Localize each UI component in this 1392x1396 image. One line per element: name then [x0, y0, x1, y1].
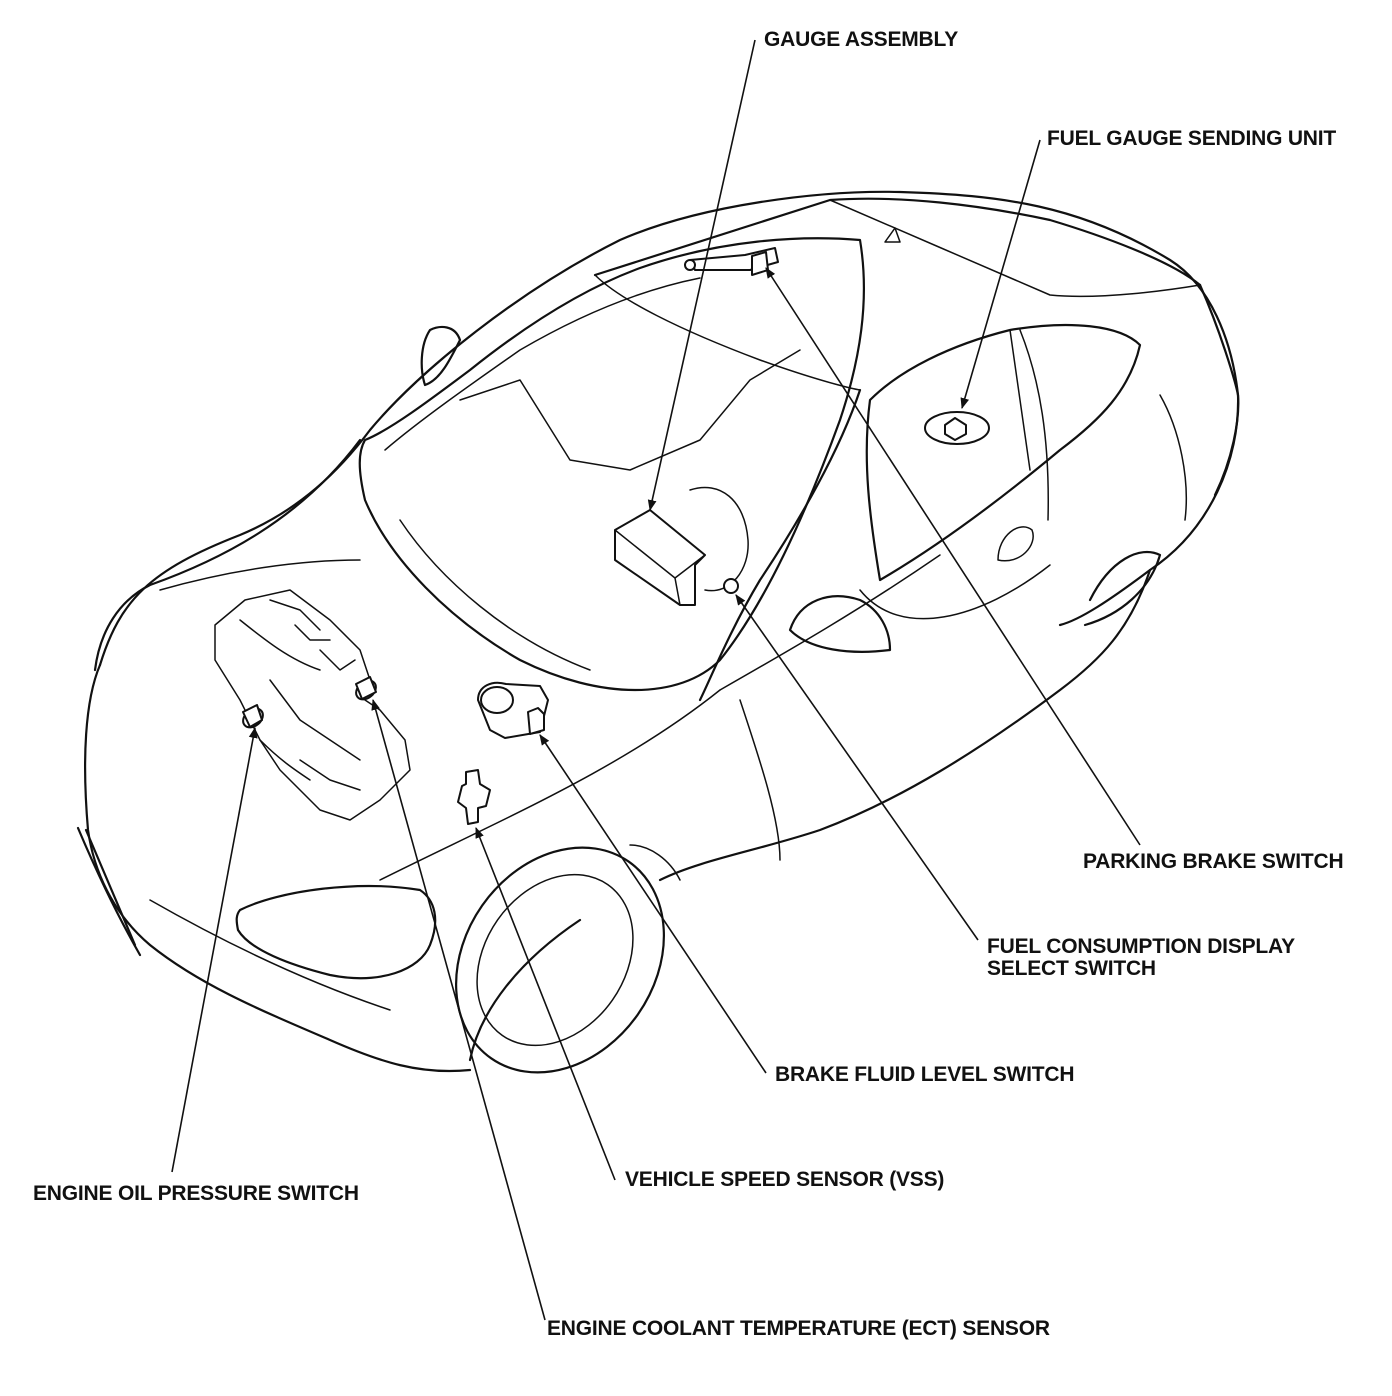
- fuel-gauge-sending-unit-part: [924, 411, 990, 445]
- leader-gauge-assembly: [647, 39, 756, 512]
- label-gauge-assembly: GAUGE ASSEMBLY: [764, 28, 958, 51]
- gauge-assembly-part: [614, 486, 749, 606]
- label-vehicle-speed-sensor: VEHICLE SPEED SENSOR (VSS): [625, 1168, 944, 1191]
- fuel-consumption-switch-part: [723, 578, 739, 594]
- parking-brake-switch-part: [684, 247, 779, 276]
- leader-parking-brake-switch: [765, 267, 1141, 846]
- label-fuel-consumption-line2: SELECT SWITCH: [987, 957, 1156, 980]
- car-outline: [76, 190, 1240, 1074]
- leader-brake-fluid-level-switch: [539, 734, 767, 1074]
- label-engine-oil-pressure-switch: ENGINE OIL PRESSURE SWITCH: [33, 1182, 359, 1205]
- leader-vehicle-speed-sensor: [475, 826, 616, 1181]
- oil-pressure-switch-part: [242, 704, 264, 729]
- label-fuel-consumption-line1: FUEL CONSUMPTION DISPLAY: [987, 935, 1295, 958]
- leader-ect-sensor: [371, 698, 546, 1321]
- label-brake-fluid-level-switch: BRAKE FLUID LEVEL SWITCH: [775, 1063, 1074, 1086]
- brake-fluid-reservoir-part: [477, 681, 549, 739]
- label-parking-brake-switch: PARKING BRAKE SWITCH: [1083, 850, 1343, 873]
- vehicle-speed-sensor-part: [457, 769, 491, 825]
- label-ect-sensor: ENGINE COOLANT TEMPERATURE (ECT) SENSOR: [547, 1317, 1050, 1340]
- leader-fuel-consumption-switch: [735, 594, 979, 941]
- label-fuel-gauge-sending-unit: FUEL GAUGE SENDING UNIT: [1047, 127, 1336, 150]
- leader-fuel-gauge-sending-unit: [960, 139, 1041, 410]
- leader-engine-oil-pressure-switch: [171, 726, 258, 1173]
- ect-sensor-part: [355, 676, 377, 701]
